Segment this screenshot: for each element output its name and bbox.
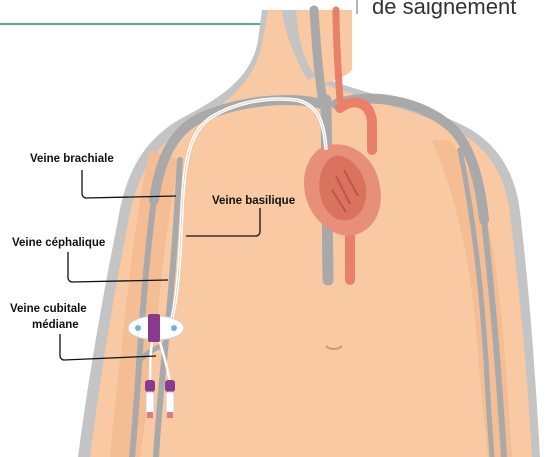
label-basilic-vein: Veine basilique [212,195,295,207]
label-median-cubital-line1: Veine cubitale [10,303,87,315]
label-brachial-vein: Veine brachiale [30,153,114,165]
header-partial-text: de saignement [372,0,516,19]
label-median-cubital-line2: médiane [32,319,79,331]
carotid-artery [336,10,340,100]
label-cephalic-vein: Veine céphalique [12,237,105,249]
